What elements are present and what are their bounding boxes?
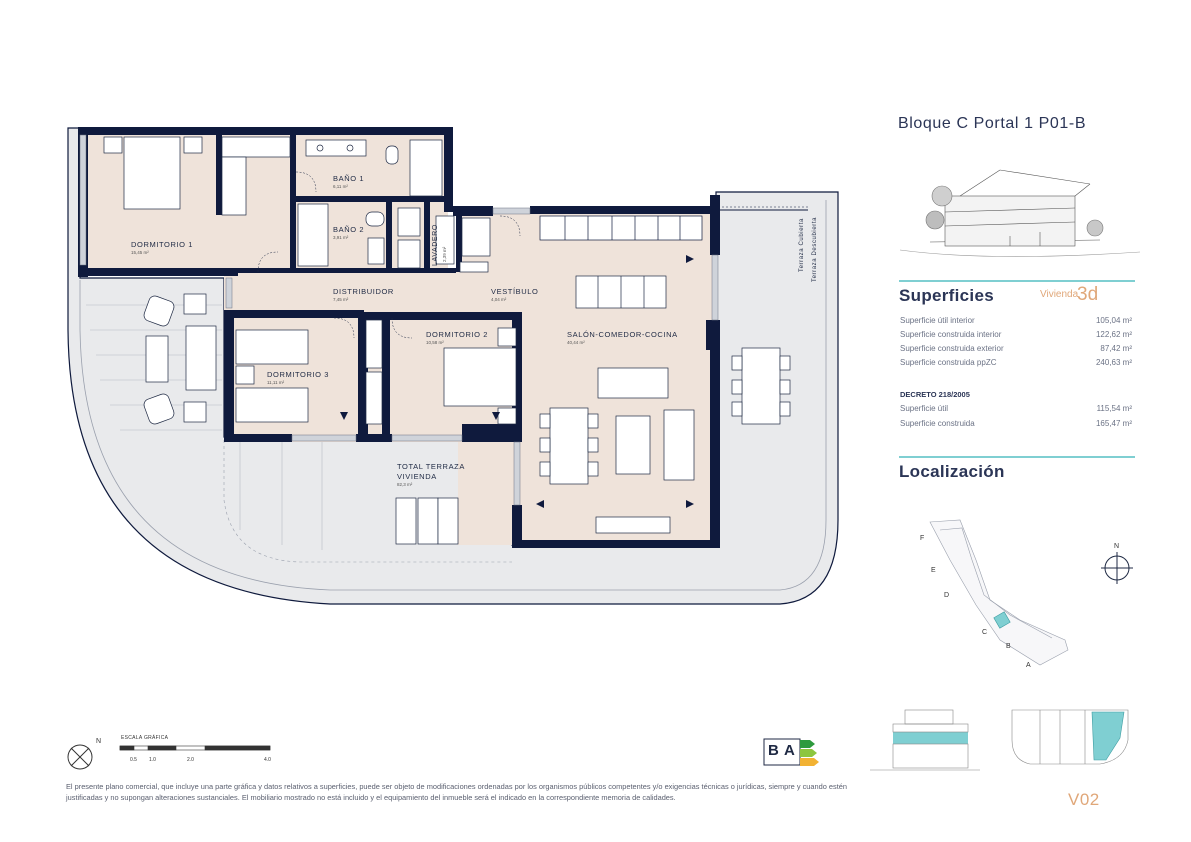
divider: [899, 280, 1135, 282]
north-letter: N: [96, 738, 102, 745]
room-area: 15,45 m²: [131, 250, 149, 255]
view-arrows: [340, 255, 694, 508]
location-map: [929, 519, 1069, 666]
scale-bar: [119, 745, 271, 751]
block-letter-f: F: [920, 535, 925, 542]
room-bano-2: BAÑO 2: [333, 225, 365, 234]
scale-tick: 2.0: [187, 757, 194, 763]
walls: [78, 127, 720, 548]
door-arcs: [257, 171, 521, 339]
room-area: 2,39 m²: [442, 246, 447, 262]
energy-label-b: B: [768, 742, 779, 759]
disclaimer: El presente plano comercial, que incluye…: [66, 782, 847, 802]
building-illustration: [899, 169, 1141, 257]
block-letter-e: E: [931, 567, 936, 574]
room-dormitorio-3: DORMITORIO 3: [267, 370, 330, 379]
block-letter-d: D: [944, 592, 950, 599]
room-lavadero: LAVADERO: [432, 224, 439, 266]
scale-tick: 0.5: [130, 757, 137, 763]
localizacion-heading: Localización: [899, 462, 1005, 481]
room-dormitorio-1: DORMITORIO 1: [131, 240, 194, 249]
room-area: 7,45 m²: [333, 297, 349, 302]
terrace-outline: [67, 127, 839, 605]
room-total-terraza-vivienda: VIVIENDA: [397, 472, 437, 481]
page-title: Bloque C Portal 1 P01-B: [898, 115, 1087, 132]
room-bano-1: BAÑO 1: [333, 174, 365, 183]
scale-title: ESCALA GRÁFICA: [121, 735, 169, 741]
floor-key-plan: [1011, 709, 1129, 765]
windows: [79, 134, 719, 506]
north-arrow-icon: [67, 744, 93, 770]
room-vestibulo: VESTÍBULO: [491, 287, 539, 296]
terraza-descubierta-label: Terraza Descubierta: [812, 216, 818, 282]
room-area: 4,04 m²: [491, 297, 507, 302]
room-total-terraza: TOTAL TERRAZA: [397, 462, 465, 471]
vivienda-type: 3d: [1077, 284, 1099, 305]
section-key-plan: [870, 709, 980, 771]
block-letter-a: A: [1026, 662, 1031, 669]
superficies-heading: Superficies: [899, 286, 994, 305]
room-area: 82,3 m²: [397, 482, 413, 487]
energy-label-a: A: [784, 742, 795, 759]
room-distribuidor: DISTRIBUIDOR: [333, 287, 394, 296]
room-area: 6,11 m²: [333, 184, 348, 189]
vivienda-label: Vivienda: [1040, 289, 1079, 300]
kitchen-counter: [539, 215, 703, 241]
room-area: 3,91 m²: [333, 235, 349, 240]
block-letter-b: B: [1006, 643, 1011, 650]
terraza-cubierta-label: Terraza Cubierta: [799, 218, 805, 272]
room-area: 11,11 m²: [267, 380, 285, 385]
block-letter-c: C: [982, 629, 988, 636]
room-area: 40,44 m²: [567, 340, 585, 345]
room-area: 10,58 m²: [426, 340, 444, 345]
energy-label: [763, 738, 819, 766]
terrace-inner-line: [79, 200, 827, 591]
terrace-dashed: [223, 440, 512, 563]
room-salon-comedor-cocina: SALÓN-COMEDOR-COCINA: [567, 330, 678, 339]
version-label: V02: [1068, 790, 1100, 809]
decreto-title: DECRETO 218/2005: [900, 390, 970, 399]
room-dormitorio-2: DORMITORIO 2: [426, 330, 489, 339]
divider: [899, 456, 1135, 458]
scale-tick: 1.0: [149, 757, 156, 763]
compass-icon: [1101, 552, 1133, 584]
scale-tick: 4.0: [264, 757, 271, 763]
furniture: [103, 136, 791, 545]
north-label: N: [1114, 543, 1120, 550]
